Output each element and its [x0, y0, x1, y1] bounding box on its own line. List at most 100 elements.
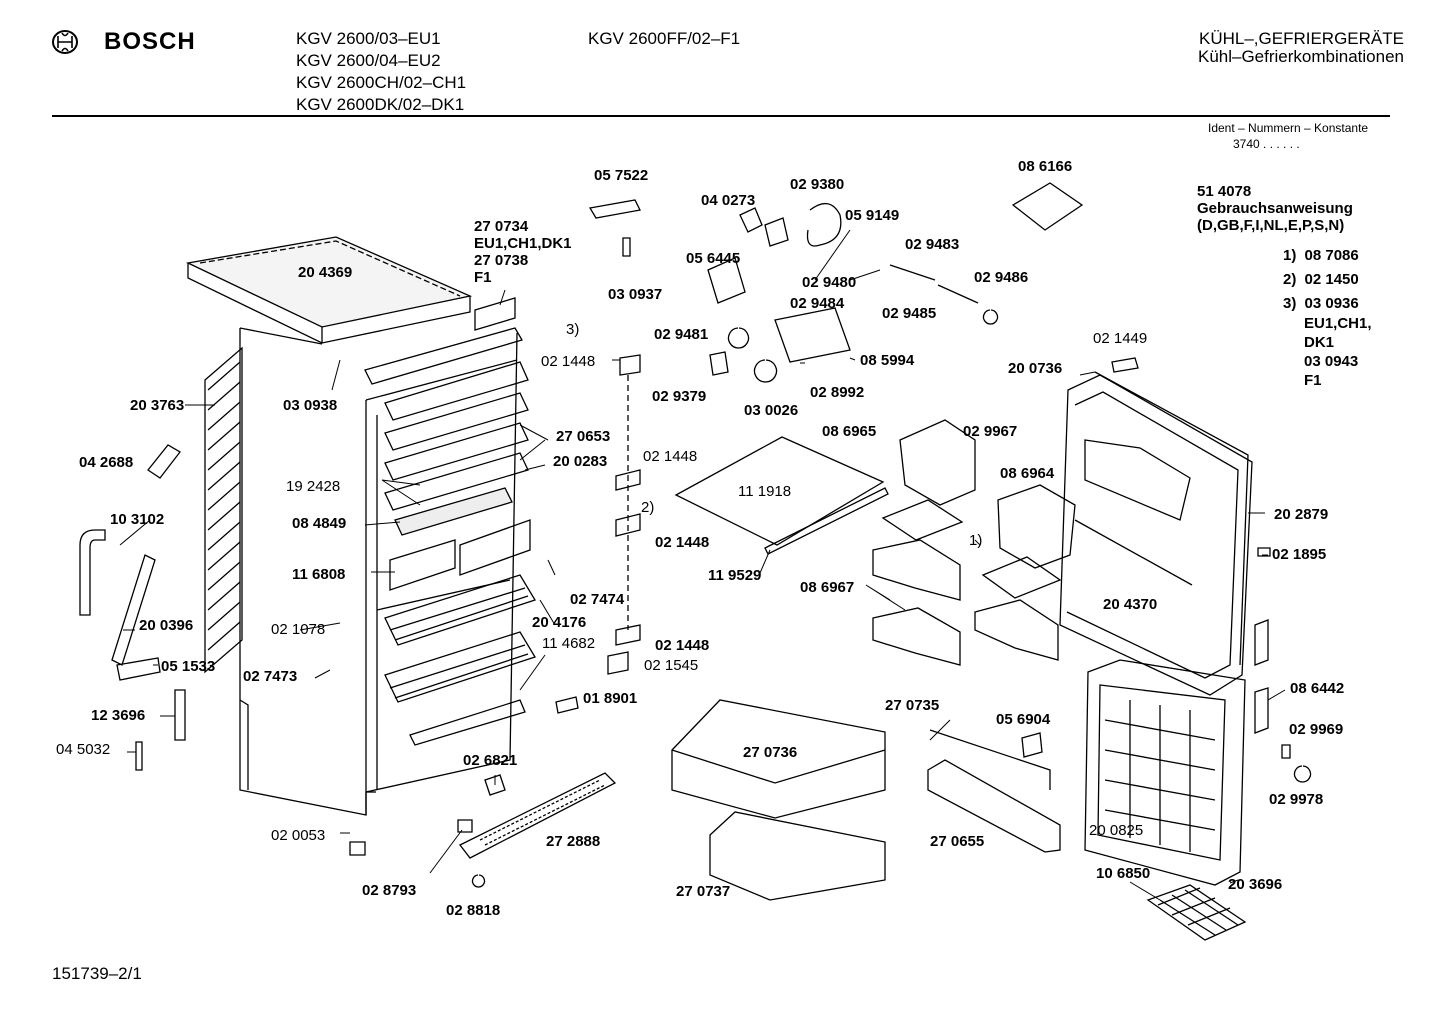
part-label: 08 6166 — [1018, 158, 1073, 175]
part-label: 12 3696 — [91, 707, 146, 724]
leader-lines — [120, 230, 1285, 900]
part-label: 08 4849 — [292, 515, 347, 532]
model-line: KGV 2600/04–EU2 — [296, 51, 441, 70]
rod-2 — [938, 285, 978, 303]
part-label: 11 1918 — [738, 483, 792, 500]
part-label: 02 9978 — [1269, 791, 1324, 808]
part-label: 03 0026 — [744, 402, 799, 419]
dowel — [556, 697, 578, 713]
part-label: 02 1078 — [271, 621, 326, 638]
hinge-bottom — [616, 625, 640, 645]
thermostat-sensor — [175, 690, 185, 740]
condenser-coil — [205, 348, 242, 672]
part-label: 02 8818 — [446, 902, 501, 919]
part-label: 02 1448 — [643, 448, 698, 465]
freezer-flap — [928, 760, 1060, 852]
model-line: KGV 2600/03–EU1 — [296, 29, 441, 48]
manual-block: 51 4078 Gebrauchsanweisung (D,GB,F,I,NL,… — [1197, 183, 1353, 234]
freezer-flap-rail — [930, 730, 1050, 790]
brand-name: BOSCH — [104, 28, 196, 55]
hinge-top — [620, 355, 640, 375]
part-label: 02 7473 — [243, 668, 298, 685]
category-subtitle: Kühl–Gefrierkombinationen — [1197, 47, 1404, 66]
door-bin-2 — [873, 608, 960, 665]
model-line: KGV 2600CH/02–CH1 — [296, 73, 467, 92]
part-label: 20 3763 — [130, 397, 185, 414]
part-label: 27 2888 — [546, 833, 601, 850]
butter-dish — [1013, 183, 1082, 230]
part-label: 2) — [641, 499, 655, 516]
part-label: 08 6965 — [822, 423, 877, 440]
manual-item-1: 1) 08 7086 — [1283, 247, 1359, 264]
part-label: 02 9379 — [652, 388, 707, 405]
foot — [350, 842, 365, 855]
base-grille-slats — [480, 780, 605, 845]
manual-item-value: 08 7086 — [1304, 247, 1359, 264]
manual-item-3: 3) 03 0936 — [1283, 295, 1359, 312]
hinge-bracket — [148, 445, 180, 478]
part-label: EU1,CH1,DK1 — [474, 235, 572, 252]
base-grille — [460, 773, 615, 858]
part-label: 05 6904 — [996, 711, 1051, 728]
ice-tray — [1148, 885, 1245, 940]
part-label: 02 9483 — [905, 236, 960, 253]
front-strip — [365, 328, 522, 384]
part-label: 02 9485 — [882, 305, 937, 322]
door-rack-1 — [900, 420, 975, 505]
lamp-cover — [475, 298, 515, 330]
sensor-plug — [136, 742, 142, 770]
part-label: 27 0736 — [743, 744, 798, 761]
switch — [765, 218, 788, 246]
part-label: 01 8901 — [583, 690, 638, 707]
door-bin-3 — [975, 600, 1058, 660]
manual-code-2: 03 0943 — [1304, 353, 1359, 370]
cap-2 — [1295, 766, 1311, 782]
part-label: 11 6808 — [292, 566, 346, 583]
part-label: 04 0273 — [701, 192, 756, 209]
crisper-boxes — [390, 520, 530, 590]
model-line: KGV 2600DK/02–DK1 — [296, 95, 465, 114]
thermostat-housing — [775, 308, 850, 362]
part-label: 10 3102 — [110, 511, 165, 528]
bulb — [740, 208, 762, 232]
freezer-door — [1085, 660, 1245, 885]
part-label: 02 7474 — [570, 591, 625, 608]
part-label: 20 0283 — [553, 453, 608, 470]
egg-tray-2 — [983, 557, 1060, 598]
lamp-housing — [708, 258, 745, 303]
drain-tube — [80, 530, 105, 615]
part-label: 27 0738 — [474, 252, 529, 269]
part-label: 08 6967 — [800, 579, 855, 596]
ident-value: 3740 . . . . . . — [1233, 137, 1300, 151]
part-label: 08 5994 — [860, 352, 915, 369]
part-label: 02 9481 — [654, 326, 709, 343]
cabinet-lid — [188, 237, 470, 343]
screw — [984, 310, 998, 324]
part-label: 20 4370 — [1103, 596, 1158, 613]
drain-tray — [117, 658, 160, 680]
part-label: 02 9484 — [790, 295, 845, 312]
socket — [623, 238, 630, 256]
manual-item-2: 2) 02 1450 — [1283, 271, 1359, 288]
door-handle-upper — [1255, 620, 1268, 665]
manual-item-value: 03 0936 — [1304, 295, 1359, 312]
part-label: 02 9380 — [790, 176, 845, 193]
part-label: F1 — [474, 269, 492, 286]
freezer-drawer-bottom — [710, 812, 885, 900]
door-bin-1 — [873, 540, 960, 600]
rod — [890, 265, 935, 280]
part-label: 20 4176 — [532, 614, 587, 631]
part-label: 05 7522 — [594, 167, 649, 184]
manual-item-num: 1) — [1283, 247, 1297, 264]
clip — [458, 820, 472, 832]
fridge-shelves — [385, 362, 528, 535]
manual-variant-block: EU1,CH1, DK1 03 0943 F1 — [1304, 314, 1372, 390]
egg-tray-1 — [883, 500, 962, 540]
manual-item-num: 3) — [1283, 295, 1297, 312]
part-label: 03 0937 — [608, 286, 663, 303]
manual-note: DK1 — [1304, 334, 1335, 351]
manual-title: Gebrauchsanweisung — [1197, 200, 1353, 217]
document-number: 151739–2/1 — [52, 964, 142, 983]
clip-3 — [710, 352, 728, 375]
freezer-drawer-top-rim — [672, 750, 885, 783]
